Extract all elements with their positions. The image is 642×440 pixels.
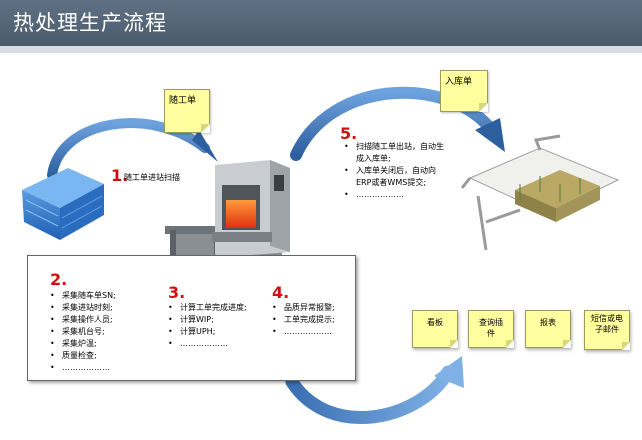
furnace-illustration — [165, 160, 290, 264]
list-item: 计算WIP; — [166, 314, 247, 326]
list-item: 品质异常报警; — [270, 302, 335, 314]
list-item: ……………… — [342, 189, 450, 201]
list-item: 工单完成提示; — [270, 314, 335, 326]
warehouse-illustration — [460, 134, 620, 251]
list-item: 采集随车单SN; — [48, 290, 116, 302]
output-dashboard-label: 看板 — [427, 318, 443, 327]
step-1-number: 1. — [111, 166, 129, 185]
step-5-number: 5. — [340, 124, 358, 143]
page-title: 热处理生产流程 — [13, 11, 167, 35]
output-dashboard: 看板 — [412, 310, 458, 348]
work-order-note: 随工单 — [164, 89, 210, 133]
warehouse-order-note: 入库单 — [440, 70, 488, 112]
step-2-list: 采集随车单SN; 采集进站时刻; 采集操作人员; 采集机台号; 采集炉温; 质量… — [48, 290, 116, 374]
arrow-to-furnace — [47, 118, 218, 180]
list-item: 采集炉温; — [48, 338, 116, 350]
output-sms-email: 短信或电子邮件 — [584, 310, 630, 350]
title-divider — [0, 46, 642, 53]
list-item: 质量检查; — [48, 350, 116, 362]
step-5-list: 扫描随工单出站，自动生成入库单; 入库单关闭后，自动向ERP或者WMS提交; …… — [342, 141, 450, 201]
output-query-plugin-label: 查询插件 — [479, 318, 503, 338]
output-sms-email-label: 短信或电子邮件 — [591, 314, 623, 334]
title-bar: 热处理生产流程 — [0, 0, 642, 46]
list-item: ……………… — [48, 362, 116, 374]
list-item: ……………… — [270, 326, 335, 338]
output-report-label: 报表 — [540, 318, 556, 327]
list-item: 入库单关闭后，自动向ERP或者WMS提交; — [342, 165, 450, 189]
list-item: 采集进站时刻; — [48, 302, 116, 314]
warehouse-order-note-label: 入库单 — [445, 77, 473, 87]
arrow-to-outputs — [285, 356, 464, 424]
list-item: 采集操作人员; — [48, 314, 116, 326]
step-4-list: 品质异常报警; 工单完成提示; ……………… — [270, 302, 335, 338]
output-query-plugin: 查询插件 — [468, 310, 514, 348]
step-3-number: 3. — [168, 283, 186, 302]
list-item: 采集机台号; — [48, 326, 116, 338]
list-item: 计算UPH; — [166, 326, 247, 338]
list-item: ……………… — [166, 338, 247, 350]
crate-illustration — [22, 168, 104, 240]
step-4-number: 4. — [272, 283, 290, 302]
step-2-number: 2. — [50, 270, 68, 289]
step-3-list: 计算工单完成进度; 计算WIP; 计算UPH; ……………… — [166, 302, 247, 350]
output-report: 报表 — [525, 310, 571, 348]
work-order-note-label: 随工单 — [169, 96, 197, 106]
step-1-text: 随工单进站扫描 — [124, 173, 180, 182]
list-item: 计算工单完成进度; — [166, 302, 247, 314]
list-item: 扫描随工单出站，自动生成入库单; — [342, 141, 450, 165]
